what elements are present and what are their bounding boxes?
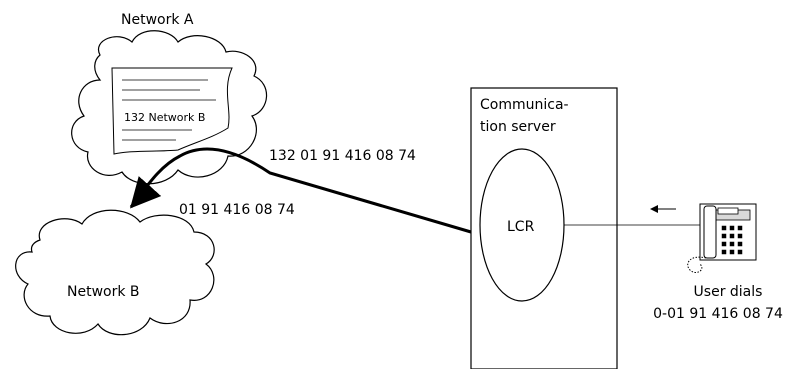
network-b-cloud [15,209,215,336]
network-b-label: Network B [67,284,140,300]
routing-arrowhead [130,176,162,209]
lcr-label: LCR [507,219,535,235]
routed-number-label: 132 01 91 416 08 74 [269,148,416,164]
user-dials-label: User dials [693,284,763,300]
network-a-label: Network A [121,12,194,28]
telephone-icon [687,203,757,273]
user-dialed-number: 0-01 91 416 08 74 [653,306,783,322]
server-title-line2: tion server [480,119,556,135]
delivered-number-label: 01 91 416 08 74 [179,202,295,218]
server-title-line1: Communica- [480,97,569,113]
routing-table-document [111,67,233,155]
document-label: 132 Network B [124,111,206,124]
document-lines [122,79,216,141]
